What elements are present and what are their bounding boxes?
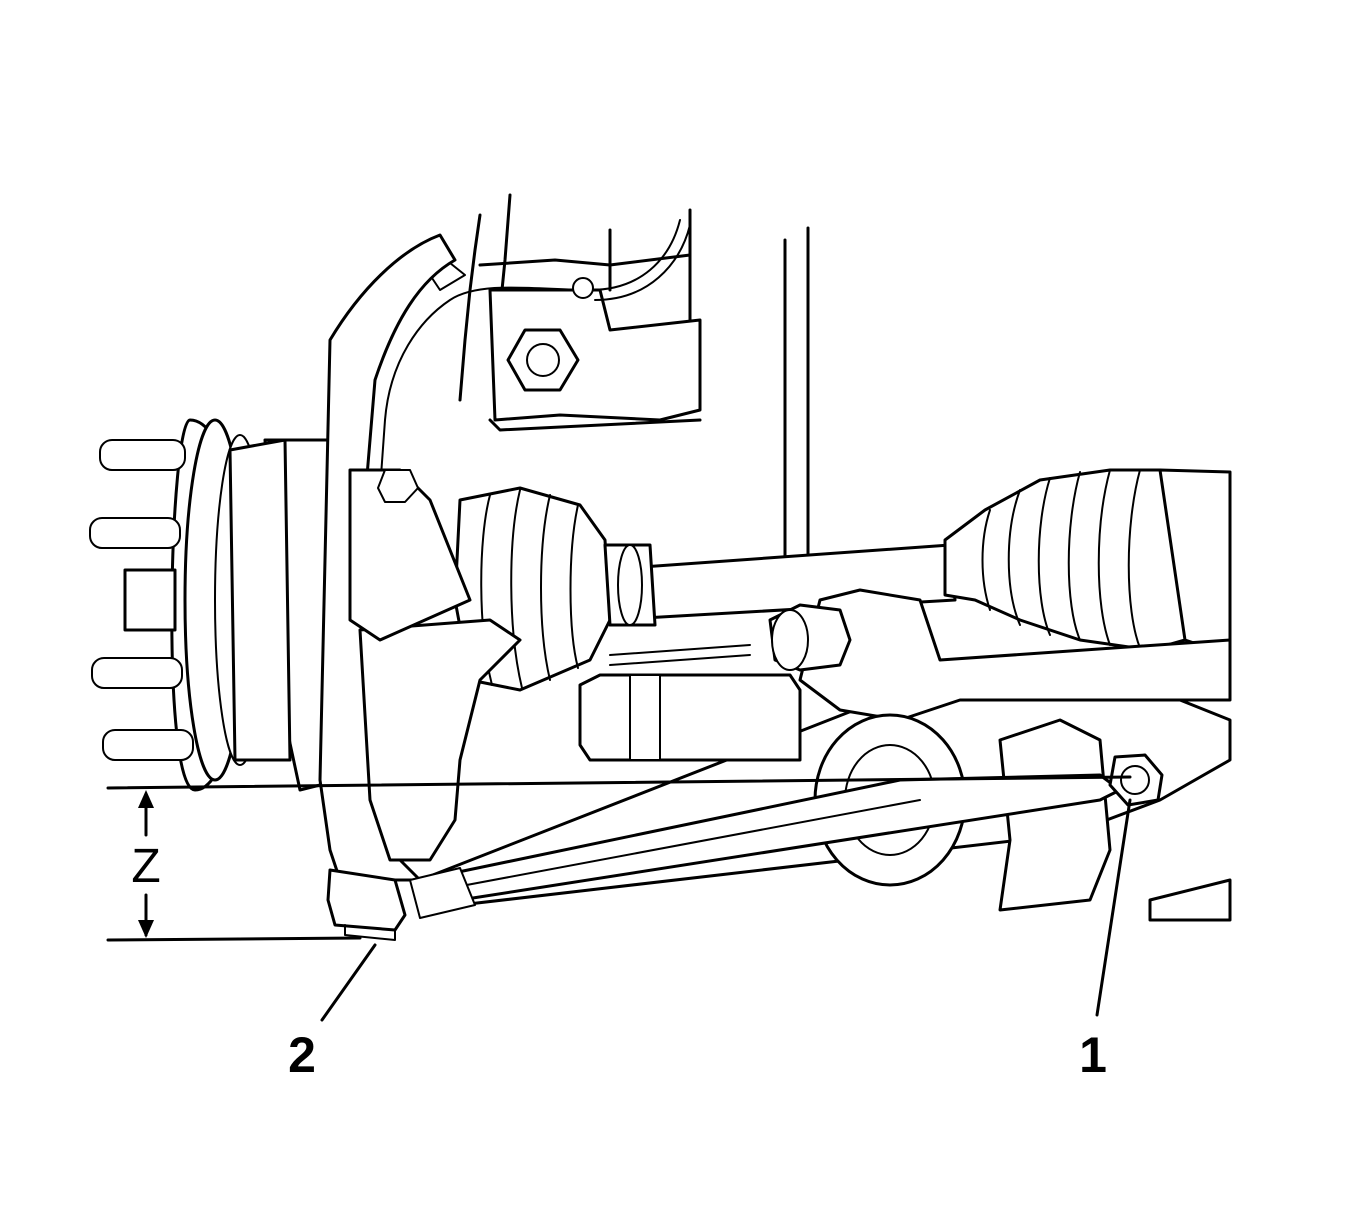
pivot-bolt	[1108, 753, 1164, 807]
dimension-z: Z	[106, 775, 1132, 942]
lower-control-arm	[418, 588, 1232, 922]
callout-2: 2	[288, 943, 377, 1083]
callout-1: 1	[1079, 798, 1132, 1083]
wheel-hub	[89, 418, 292, 792]
wheel-stud-icon	[89, 439, 194, 761]
electrical-connector	[578, 644, 802, 762]
callout-2-label: 2	[288, 1027, 316, 1083]
dimension-label: Z	[131, 840, 160, 893]
callout-1-label: 1	[1079, 1027, 1107, 1083]
strut-assembly	[379, 193, 702, 491]
ball-joint	[326, 867, 476, 941]
drive-axle	[453, 468, 1232, 692]
